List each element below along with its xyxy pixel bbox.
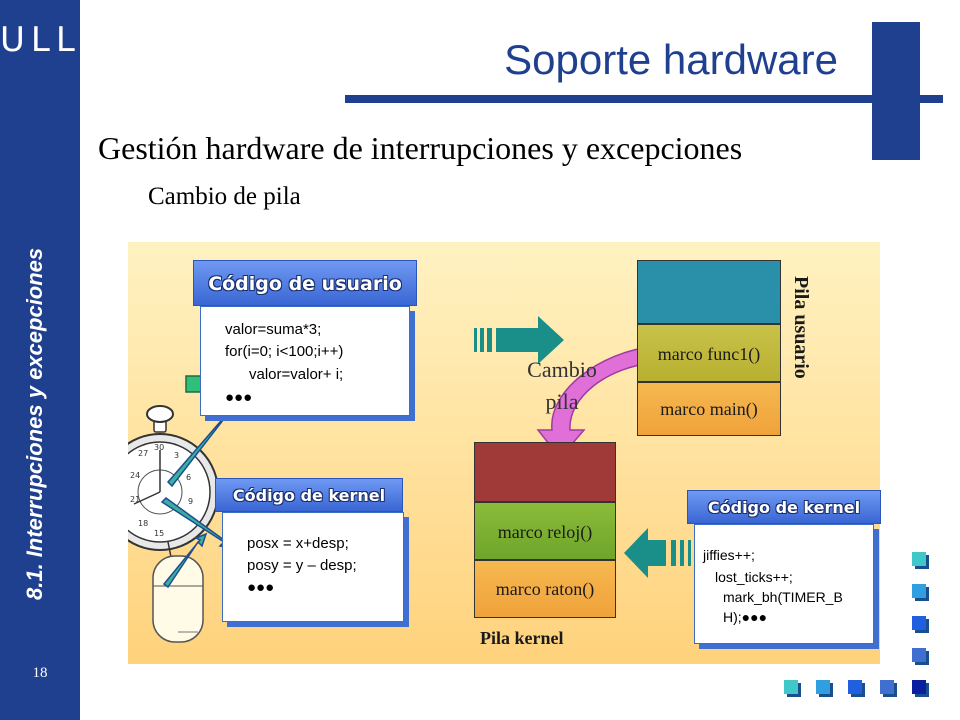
kernel-stack-label: Pila kernel bbox=[480, 628, 564, 648]
code-line: valor=valor+ i; bbox=[249, 366, 344, 383]
square-icon bbox=[912, 680, 926, 694]
slide-subheading: Cambio de pila bbox=[148, 183, 301, 210]
kernel-code-header: Código de kernel bbox=[215, 478, 403, 512]
stack-switch-diagram: 30 3 6 9 27 24 21 18 15 bbox=[128, 242, 881, 664]
kernel-code-box: jiffies++; lost_ticks++; mark_bh(TIMER_B… bbox=[694, 524, 874, 644]
slide-title: Soporte hardware bbox=[504, 36, 838, 83]
kernel-stack-frame: marco reloj() bbox=[474, 502, 616, 560]
stack-top-block bbox=[474, 442, 616, 502]
section-title: 8.1. Interrupciones y excepciones bbox=[22, 247, 47, 600]
square-icon bbox=[912, 616, 926, 630]
user-stack-label: Pila usuario bbox=[790, 276, 812, 379]
code-line: for(i=0; i<100;i++) bbox=[225, 343, 344, 360]
code-line: lost_ticks++; bbox=[715, 569, 793, 585]
stack-top-block bbox=[637, 260, 781, 324]
title-underline bbox=[345, 95, 943, 103]
clock-number: 21 bbox=[130, 495, 140, 504]
square-icon bbox=[912, 584, 926, 598]
stack-switch-label: Cambio pila bbox=[526, 354, 598, 418]
square-icon bbox=[816, 680, 830, 694]
university-logo: ULL bbox=[0, 20, 81, 60]
user-stack-frame: marco func1() bbox=[637, 324, 781, 382]
stack-switch-label-line: pila bbox=[545, 389, 579, 414]
code-line: posy = y – desp; bbox=[247, 557, 357, 574]
clock-number: 15 bbox=[154, 529, 164, 538]
clock-number: 9 bbox=[188, 497, 193, 506]
flow-arrow-top-icon bbox=[474, 316, 564, 364]
clock-number: 6 bbox=[186, 473, 191, 482]
code-line: H);●●● bbox=[723, 609, 768, 625]
clock-number: 3 bbox=[174, 451, 179, 460]
flow-arrow-bottom-icon bbox=[624, 528, 691, 578]
user-code-header: Código de usuario bbox=[193, 260, 417, 306]
code-line: posx = x+desp; bbox=[247, 535, 349, 552]
code-line: valor=suma*3; bbox=[225, 321, 322, 338]
mouse-icon bbox=[152, 541, 204, 643]
code-line: ●●● bbox=[247, 579, 275, 596]
kernel-code-header: Código de kernel bbox=[687, 490, 881, 524]
user-stack: marco func1() marco main() bbox=[637, 260, 781, 436]
slide-heading: Gestión hardware de interrupciones y exc… bbox=[98, 130, 743, 166]
square-icon bbox=[912, 648, 926, 662]
title-decoration-block bbox=[872, 22, 920, 160]
user-code-box: valor=suma*3; for(i=0; i<100;i++) valor=… bbox=[200, 306, 410, 416]
square-icon bbox=[784, 680, 798, 694]
code-line: mark_bh(TIMER_B bbox=[723, 589, 843, 605]
kernel-code-box: posx = x+desp; posy = y – desp; ●●● bbox=[222, 512, 404, 622]
stack-switch-label-line: Cambio bbox=[527, 357, 597, 382]
kernel-stack-frame: marco raton() bbox=[474, 560, 616, 618]
user-stack-frame: marco main() bbox=[637, 382, 781, 436]
clock-number: 30 bbox=[154, 443, 164, 452]
square-icon bbox=[912, 552, 926, 566]
clock-number: 24 bbox=[130, 471, 140, 480]
clock-number: 18 bbox=[138, 519, 148, 528]
code-line: jiffies++; bbox=[703, 547, 755, 563]
clock-number: 27 bbox=[138, 449, 148, 458]
page-number: 18 bbox=[32, 665, 48, 681]
square-icon bbox=[880, 680, 894, 694]
square-icon bbox=[848, 680, 862, 694]
sidebar: ULL 8.1. Interrupciones y excepciones 18 bbox=[0, 0, 80, 720]
kernel-stack: marco reloj() marco raton() bbox=[474, 442, 616, 618]
code-line: ●●● bbox=[225, 389, 253, 406]
